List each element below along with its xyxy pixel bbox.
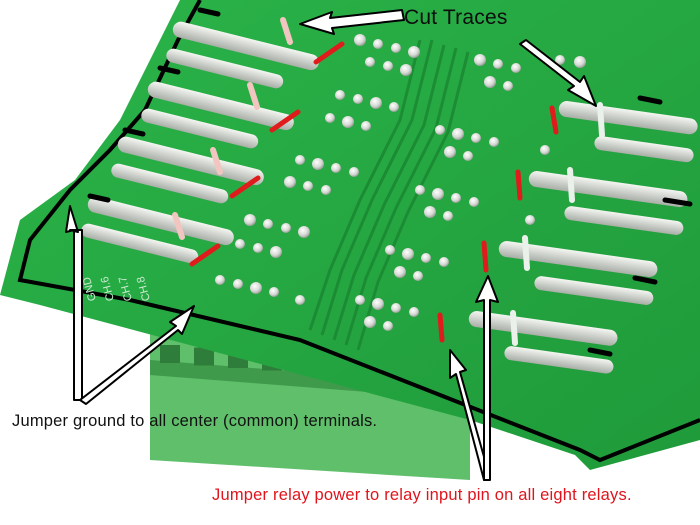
solder-pad	[372, 298, 384, 310]
solder-pad	[484, 76, 496, 88]
solder-pad	[349, 167, 359, 177]
solder-pad	[432, 188, 444, 200]
solder-pad	[469, 197, 479, 207]
solder-pad	[471, 133, 481, 143]
solder-pad	[408, 46, 420, 58]
solder-pad	[303, 181, 313, 191]
solder-pad	[451, 193, 461, 203]
solder-pad	[244, 214, 256, 226]
solder-pad	[415, 185, 425, 195]
solder-pad	[298, 226, 310, 238]
solder-pad	[540, 145, 550, 155]
solder-pad	[270, 246, 282, 258]
arrow-cut-right	[519, 39, 597, 107]
solder-pad	[474, 54, 486, 66]
solder-pad	[493, 59, 503, 69]
solder-pad	[331, 163, 341, 173]
solder-pad	[263, 219, 273, 229]
edge-ticks	[87, 7, 693, 357]
solder-pad	[391, 43, 401, 53]
solder-pad	[215, 275, 225, 285]
solder-pads	[215, 34, 586, 331]
solder-pad	[555, 55, 565, 65]
jumper-ground-label: Jumper ground to all center (common) ter…	[12, 412, 378, 430]
solder-pad	[383, 321, 393, 331]
solder-pad	[373, 39, 383, 49]
annotation-arrows	[65, 9, 597, 481]
arrow-ground-left	[65, 205, 83, 401]
solder-pad	[250, 282, 262, 294]
solder-pad	[574, 56, 586, 68]
solder-pad	[394, 266, 406, 278]
solder-pad	[233, 279, 243, 289]
solder-pad	[365, 57, 375, 67]
solder-pad	[413, 271, 423, 281]
solder-pad	[489, 137, 499, 147]
solder-pad	[444, 146, 456, 158]
solder-pad	[321, 185, 331, 195]
solder-pad	[342, 116, 354, 128]
solder-pad	[364, 316, 376, 328]
solder-pad	[284, 176, 296, 188]
cut-traces-label: Cut Traces	[404, 6, 508, 29]
solder-pad	[452, 128, 464, 140]
solder-pad	[335, 90, 345, 100]
solder-pad	[400, 64, 412, 76]
solder-pad	[389, 102, 399, 112]
solder-pad	[511, 63, 521, 73]
solder-pad	[354, 34, 366, 46]
arrow-ground-right	[79, 305, 195, 405]
jumper-marks	[189, 41, 559, 343]
solder-pad	[402, 248, 414, 260]
solder-pad	[463, 151, 473, 161]
solder-pad	[312, 158, 324, 170]
left-relay-traces	[81, 21, 319, 264]
solder-pad	[353, 94, 363, 104]
terminal-slot	[194, 347, 214, 366]
solder-pad	[253, 243, 263, 253]
solder-pad	[391, 303, 401, 313]
arrow-power-right	[475, 275, 499, 481]
solder-pad	[443, 211, 453, 221]
solder-pad	[355, 295, 365, 305]
solder-pad	[383, 61, 393, 71]
solder-pad	[370, 97, 382, 109]
solder-pad	[269, 287, 279, 297]
solder-pad	[235, 239, 245, 249]
solder-pad	[385, 245, 395, 255]
arrow-cut-left	[299, 9, 405, 35]
solder-pad	[424, 206, 436, 218]
solder-pad	[525, 215, 535, 225]
solder-pad	[325, 113, 335, 123]
solder-pad	[421, 253, 431, 263]
terminal-slot	[160, 345, 180, 363]
solder-pad	[439, 257, 449, 267]
solder-pad	[503, 81, 513, 91]
solder-pad	[295, 155, 305, 165]
solder-pad	[409, 307, 419, 317]
cut-trace-marks	[172, 17, 605, 346]
solder-pad	[295, 295, 305, 305]
solder-pad	[435, 125, 445, 135]
jumper-power-label: Jumper relay power to relay input pin on…	[212, 486, 632, 504]
solder-pad	[361, 121, 371, 131]
solder-pad	[281, 223, 291, 233]
